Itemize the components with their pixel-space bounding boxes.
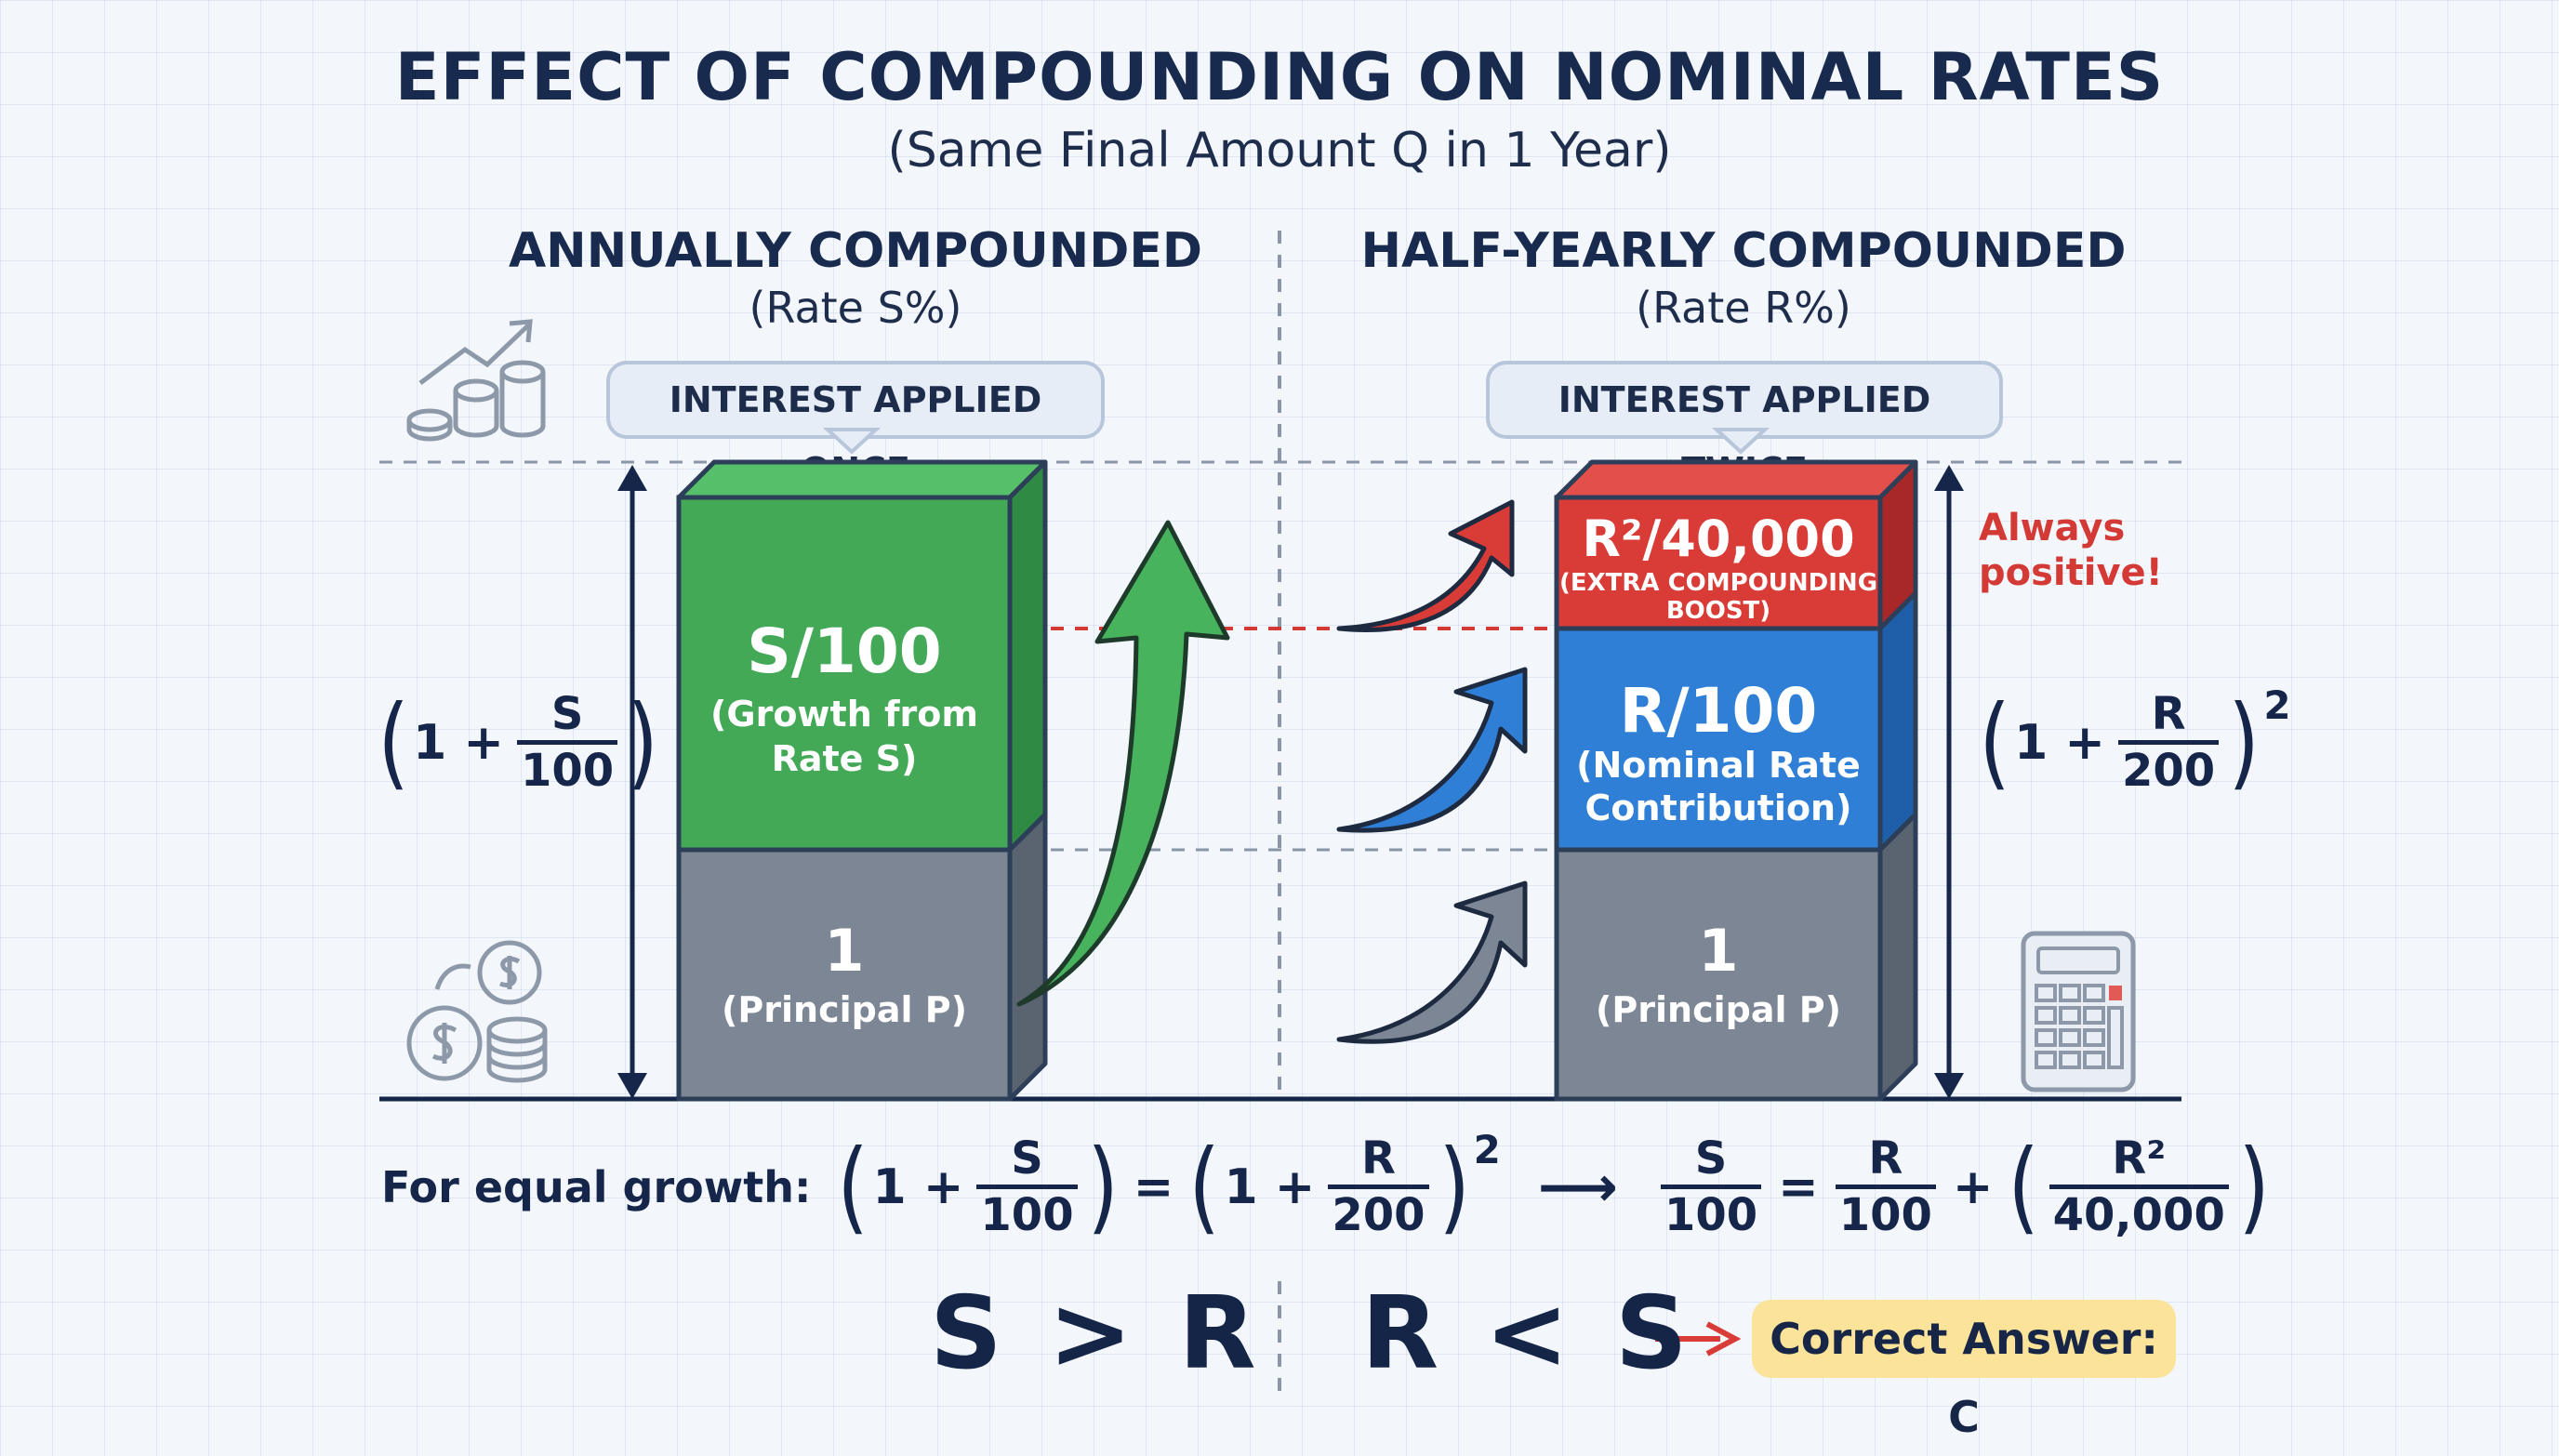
right-principal-value: 1 [1698,917,1739,985]
right-boost-desc: (EXTRA COMPOUNDING BOOST) [1557,569,1880,625]
right-formula-one-plus: 1 + [2014,714,2105,771]
eq-rhs-den: 200 [1328,1185,1429,1241]
right-formula-fraction: R 200 [2118,688,2220,797]
calculator-icon [2021,931,2136,1092]
eq-lhs-num: S [1011,1132,1043,1185]
eq-lhs-den: 100 [976,1185,1078,1241]
eq-result-plus: + [1952,1158,1994,1215]
left-formula-close-paren: ) [627,683,659,801]
right-boost-desc-line1: (EXTRA COMPOUNDING [1558,569,1878,597]
dollar-coins-icon [406,940,548,1083]
gray-principal-arrow [1336,880,1528,1044]
left-column [676,459,1048,1102]
eq-lhs-one-plus: 1 + [872,1158,964,1215]
right-height-arrow-top [1934,465,1964,491]
right-formula-den: 200 [2118,740,2220,797]
eq-r2-num: R [1868,1132,1903,1185]
left-callout-tail [822,428,882,455]
page-subtitle: (Same Final Amount Q in 1 Year) [887,123,1672,179]
eq-rhs-close-paren: ) [1438,1128,1470,1245]
right-formula-exponent: 2 [2263,682,2291,728]
left-height-arrow-bottom [617,1073,647,1099]
eq-r1-den: 100 [1660,1185,1762,1241]
eq-rhs-one-plus: 1 + [1224,1158,1316,1215]
correct-answer-text: Correct Answer: C [1770,1314,2158,1442]
right-boost-block [1554,495,1883,631]
eq-implies-arrow: ⟶ [1537,1154,1618,1220]
left-growth-block [676,495,1013,853]
right-principal-block [1554,847,1883,1102]
left-height-arrow-top [617,465,647,491]
right-nominal-block [1554,626,1883,853]
eq-result-fraction-3: R² 40,000 [2049,1132,2229,1241]
right-height-arrow-bottom [1934,1073,1964,1099]
eq-r3-num: R² [2112,1132,2167,1185]
left-rate: (Rate S%) [749,283,962,333]
left-formula-num: S [550,688,584,740]
right-formula-open-paren: ( [1979,683,2010,801]
left-principal-block [676,847,1013,1102]
red-boost-arrow [1336,499,1515,632]
eq-rhs-exponent: 2 [1473,1127,1501,1172]
right-formula-close-paren: ) [2228,683,2261,801]
left-principal-desc: (Principal P) [722,989,967,1030]
right-callout: INTEREST APPLIED TWICE [1486,361,2003,491]
eq-lhs-open-paren: ( [837,1128,869,1245]
left-formula-fraction: S 100 [517,688,618,797]
right-nominal-value: R/100 [1619,675,1818,747]
blue-nominal-arrow [1336,667,1528,833]
eq-r1-num: S [1694,1132,1728,1185]
right-column [1554,459,1918,1102]
page-title: EFFECT OF COMPOUNDING ON NOMINAL RATES [394,39,2165,115]
right-nominal-desc-line1: (Nominal Rate [1576,745,1861,786]
right-heading: HALF-YEARLY COMPOUNDED [1360,223,2127,279]
eq-r2-den: 100 [1835,1185,1936,1241]
eq-rhs-fraction: R 200 [1328,1132,1429,1241]
left-principal-value: 1 [824,917,865,985]
left-growth-desc-line2: Rate S) [771,738,918,779]
note-line1: Always [1979,507,2126,549]
conclusion-left: S > R [930,1276,1262,1392]
right-side-formula: ( 1 + R 200 ) 2 [1975,682,2290,801]
right-callout-tail [1711,428,1770,455]
right-boost-desc-line2: BOOST) [1665,597,1771,625]
left-heading: ANNUALLY COMPOUNDED [508,223,1203,279]
eq-result-fraction-2: R 100 [1835,1132,1936,1241]
right-boost-value: R²/40,000 [1582,510,1855,568]
conclusion-arrow-head [1705,1321,1742,1357]
eq-result-fraction-1: S 100 [1660,1132,1762,1241]
correct-answer-badge: Correct Answer: C [1752,1300,2176,1442]
eq-equals-sign: = [1133,1158,1174,1215]
left-growth-value: S/100 [747,615,942,687]
note-line2: positive! [1979,551,2163,594]
left-formula-den: 100 [517,740,618,797]
right-nominal-desc: (Nominal Rate Contribution) [1557,744,1880,829]
right-rate: (Rate R%) [1636,283,1851,333]
conclusion-right: R < S [1361,1276,1693,1392]
equal-growth-equation: For equal growth: ( 1 + S 100 ) = ( 1 + … [381,1127,2274,1245]
eq-r3-den: 40,000 [2049,1185,2229,1241]
eq-rhs-open-paren: ( [1188,1128,1221,1245]
left-formula-one-plus: 1 + [413,714,504,771]
eq-r3-open-paren: ( [2008,1128,2040,1245]
equation-label: For equal growth: [381,1161,812,1212]
eq-r3-close-paren: ) [2238,1128,2270,1245]
eq-rhs-num: R [1360,1132,1396,1185]
always-positive-note: Always positive! [1979,506,2163,595]
coins-growth-icon [406,319,546,442]
left-growth-desc-line1: (Growth from [710,694,978,735]
right-nominal-desc-line2: Contribution) [1584,788,1852,828]
left-formula-open-paren: ( [378,683,409,801]
left-side-formula: ( 1 + S 100 ) [374,688,662,797]
eq-result-equals: = [1778,1158,1819,1215]
eq-lhs-close-paren: ) [1086,1128,1119,1245]
left-growth-desc: (Growth from Rate S) [679,692,1010,781]
eq-lhs-fraction: S 100 [976,1132,1078,1241]
right-principal-desc: (Principal P) [1596,989,1841,1030]
green-growth-arrow [1016,520,1230,1007]
right-formula-num: R [2151,688,2186,740]
